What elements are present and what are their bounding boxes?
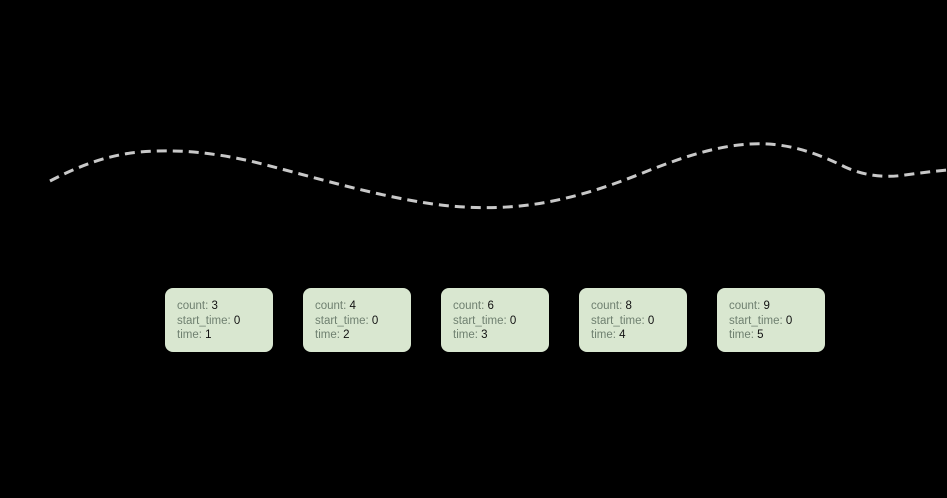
field-value-time: 3 bbox=[481, 329, 488, 342]
field-label-count: count: bbox=[591, 300, 623, 312]
field-label-start-time: start_time: bbox=[591, 314, 645, 327]
card-field-count: count: 4 bbox=[315, 299, 411, 314]
field-label-count: count: bbox=[729, 300, 761, 312]
field-value-count: 4 bbox=[349, 300, 356, 312]
card-field-time: time: 3 bbox=[453, 328, 549, 343]
field-value-count: 9 bbox=[763, 300, 770, 312]
card-field-time: time: 2 bbox=[315, 328, 411, 343]
card-field-time: time: 1 bbox=[177, 328, 273, 343]
field-label-time: time: bbox=[315, 329, 340, 342]
field-label-start-time: start_time: bbox=[453, 314, 507, 327]
card-field-start-time: start_time: 0 bbox=[177, 314, 273, 329]
field-label-time: time: bbox=[729, 329, 754, 342]
field-label-time: time: bbox=[177, 329, 202, 342]
field-value-count: 3 bbox=[211, 300, 218, 312]
field-value-count: 8 bbox=[625, 300, 632, 312]
field-label-time: time: bbox=[591, 329, 616, 342]
card-field-count: count: 6 bbox=[453, 299, 549, 314]
field-value-start-time: 0 bbox=[233, 314, 241, 327]
card-field-start-time: start_time: 0 bbox=[591, 314, 687, 329]
field-label-start-time: start_time: bbox=[177, 314, 231, 327]
field-value-start-time: 0 bbox=[371, 314, 379, 327]
field-label-count: count: bbox=[177, 300, 209, 312]
field-value-time: 4 bbox=[619, 329, 626, 342]
field-value-start-time: 0 bbox=[509, 314, 517, 327]
field-value-start-time: 0 bbox=[785, 314, 793, 327]
field-label-count: count: bbox=[453, 300, 485, 312]
card-field-count: count: 8 bbox=[591, 299, 687, 314]
card-field-time: time: 5 bbox=[729, 328, 825, 343]
card-field-count: count: 9 bbox=[729, 299, 825, 314]
card-field-count: count: 3 bbox=[177, 299, 273, 314]
field-value-time: 2 bbox=[343, 329, 350, 342]
card-field-time: time: 4 bbox=[591, 328, 687, 343]
field-value-time: 1 bbox=[205, 329, 212, 342]
field-value-time: 5 bbox=[757, 329, 764, 342]
field-label-time: time: bbox=[453, 329, 478, 342]
field-label-count: count: bbox=[315, 300, 347, 312]
field-value-start-time: 0 bbox=[647, 314, 655, 327]
card-field-start-time: start_time: 0 bbox=[315, 314, 411, 329]
field-label-start-time: start_time: bbox=[315, 314, 369, 327]
card-field-start-time: start_time: 0 bbox=[729, 314, 825, 329]
field-label-start-time: start_time: bbox=[729, 314, 783, 327]
card-field-start-time: start_time: 0 bbox=[453, 314, 549, 329]
dashed-trend-curve bbox=[49, 142, 947, 210]
field-value-count: 6 bbox=[487, 300, 494, 312]
